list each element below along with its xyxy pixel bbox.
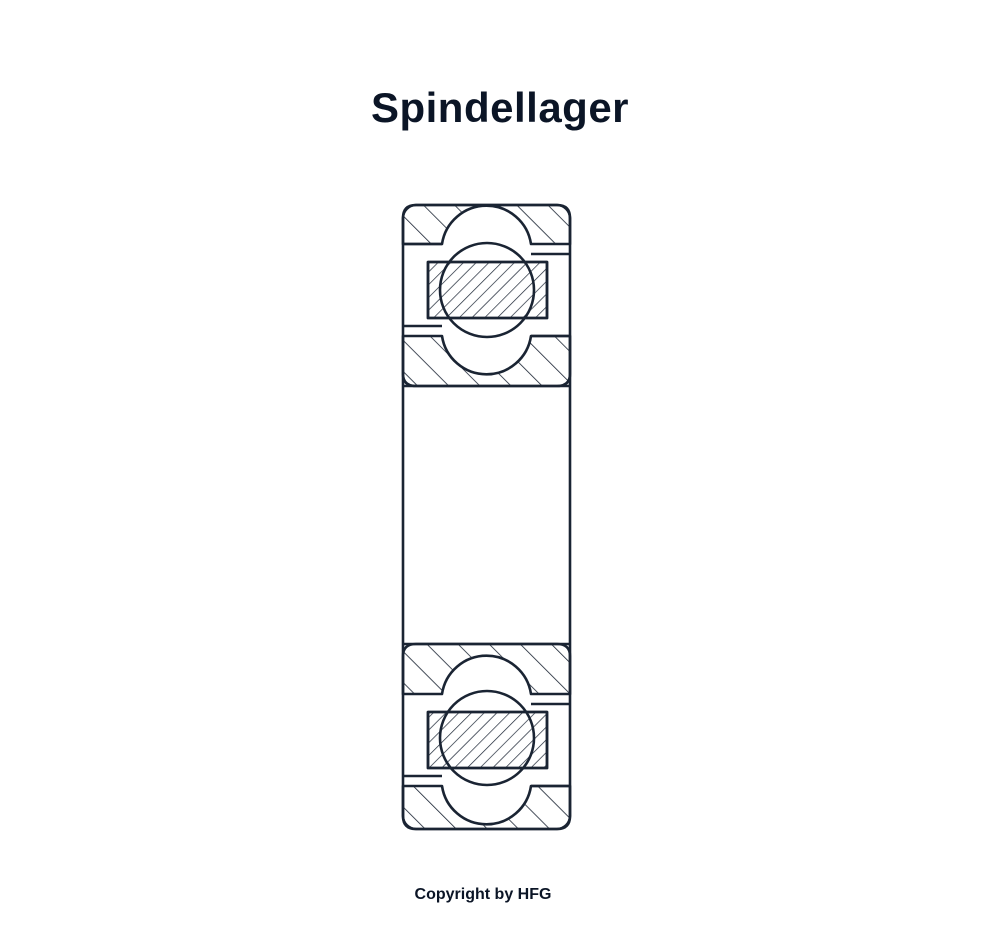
cage-bottom bbox=[426, 710, 549, 770]
outer-ring-top bbox=[401, 203, 572, 246]
copyright-notice: Copyright by HFG bbox=[414, 886, 552, 903]
page-title: Spindellager bbox=[370, 84, 630, 131]
inner-ring-top bbox=[401, 334, 572, 388]
cage-top bbox=[426, 260, 549, 320]
outer-ring-bottom bbox=[401, 784, 572, 831]
inner-ring-bottom bbox=[401, 642, 572, 696]
